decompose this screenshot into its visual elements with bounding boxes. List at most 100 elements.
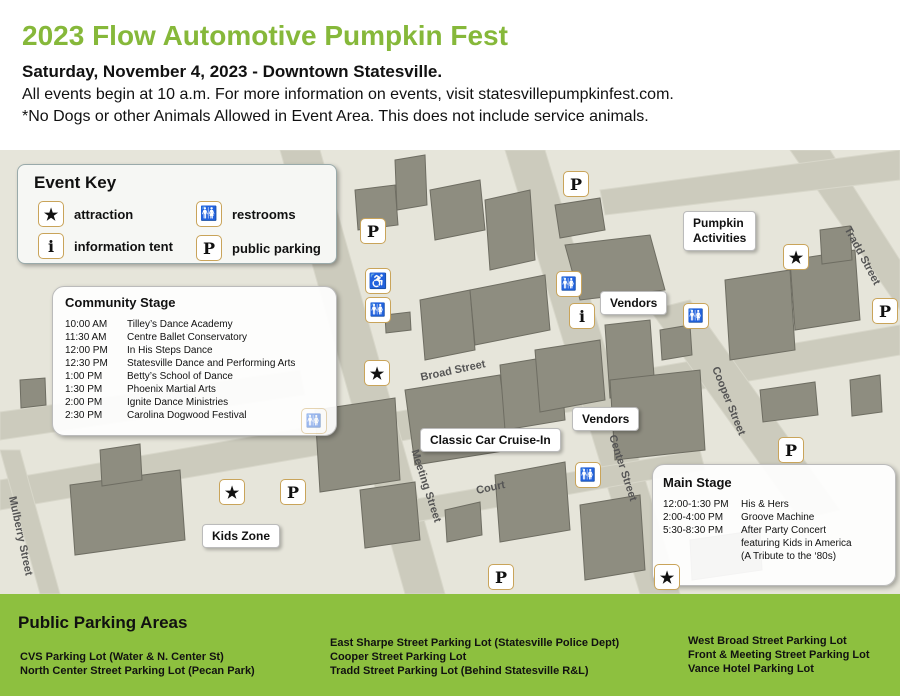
schedule-act: Carolina Dogwood Festival [127,410,247,421]
schedule-time: 1:00 PM [65,371,103,382]
restroom-icon: 🚻 [683,303,709,329]
restroom-icon: 🚻 [365,297,391,323]
schedule-row: 2:00 PM Ignite Dance Ministries [65,396,324,409]
schedule-row: 12:30 PM Statesville Dance and Performing… [65,357,324,370]
key-parking-label: public parking [232,240,321,256]
restroom-icon: 🚻 [575,462,601,488]
main-stage-title: Main Stage [663,475,732,490]
schedule-time: 11:30 AM [65,332,107,343]
schedule-row: featuring Kids in America [663,537,885,550]
parking-lots-col-2: East Sharpe Street Parking Lot (Statesvi… [330,636,619,678]
schedule-row: 1:30 PM Phoenix Martial Arts [65,383,324,396]
schedule-time: 5:30-8:30 PM [663,525,724,536]
wheelchair-icon: ♿ [365,268,391,294]
parking-icon: P [488,564,514,590]
parking-lots-col-1: CVS Parking Lot (Water & N. Center St) N… [20,650,255,678]
schedule-row: 2:00-4:00 PM Groove Machine [663,511,885,524]
schedule-row: 12:00 PM In His Steps Dance [65,344,324,357]
parking-icon: P [280,479,306,505]
key-parking: P public parking [196,235,321,261]
pumpkin-activities-line-1: Pumpkin [693,216,744,230]
schedule-act: His & Hers [741,499,789,510]
schedule-time: 12:30 PM [65,358,108,369]
parking-lot: West Broad Street Parking Lot [688,635,847,647]
schedule-row: 1:00 PM Betty’s School of Dance [65,370,324,383]
schedule-act: Ignite Dance Ministries [127,397,229,408]
schedule-row: 5:30-8:30 PM After Party Concert [663,524,885,537]
schedule-time [663,550,741,563]
schedule-time [663,537,741,550]
restroom-icon: 🚻 [196,201,222,227]
event-date: Saturday, November 4, 2023 - Downtown St… [22,62,443,81]
info-icon: i [569,303,595,329]
pumpkin-activities-line-2: Activities [693,231,747,245]
schedule-time: 2:00 PM [65,397,103,408]
vendors-north-callout: Vendors [600,291,668,315]
event-key: Event Key ★ attraction i information ten… [17,164,337,264]
parking-icon: P [563,171,589,197]
vendors-south-callout: Vendors [572,407,640,431]
restroom-icon: 🚻 [301,408,327,434]
car-cruise-callout: Classic Car Cruise-In [420,428,561,452]
key-restrooms-label: restrooms [232,206,296,222]
event-key-title: Event Key [34,173,117,192]
schedule-act: Phoenix Martial Arts [127,384,216,395]
schedule-act: featuring Kids in America [741,538,852,549]
header: 2023 Flow Automotive Pumpkin Fest Saturd… [0,0,900,150]
key-attraction: ★ attraction [38,201,133,227]
key-information: i information tent [38,233,173,259]
schedule-act: Betty’s School of Dance [127,371,233,382]
schedule-row: 2:30 PM Carolina Dogwood Festival [65,409,324,422]
schedule-time: 12:00 PM [65,345,108,356]
parking-lot: Vance Hotel Parking Lot [688,663,814,675]
star-icon: ★ [364,360,390,386]
event-info: All events begin at 10 a.m. For more inf… [22,84,674,128]
parking-icon: P [360,218,386,244]
schedule-time: 12:00-1:30 PM [663,499,729,510]
upper-road [599,150,900,216]
key-attraction-label: attraction [74,206,134,222]
schedule-row: (A Tribute to the ‘80s) [663,550,885,563]
schedule-act: (A Tribute to the ‘80s) [741,551,837,562]
mulberry-street-road [0,449,61,594]
parking-icon: P [196,235,222,261]
page-title: 2023 Flow Automotive Pumpkin Fest [22,20,508,51]
schedule-time: 2:00-4:00 PM [663,512,724,523]
schedule-time: 1:30 PM [65,384,103,395]
pumpkin-activities-callout: Pumpkin Activities [683,211,757,251]
schedule-act: In His Steps Dance [127,345,213,356]
parking-areas-title: Public Parking Areas [18,613,188,632]
schedule-row: 10:00 AM Tilley’s Dance Academy [65,318,324,331]
info-line-2: *No Dogs or other Animals Allowed in Eve… [22,108,649,125]
parking-icon: P [778,437,804,463]
key-restrooms: 🚻 restrooms [196,201,296,227]
parking-lot: Cooper Street Parking Lot [330,651,467,663]
star-icon: ★ [783,244,809,270]
schedule-row: 11:30 AM Centre Ballet Conservatory [65,331,324,344]
schedule-act: Statesville Dance and Performing Arts [127,358,296,369]
parking-lot: East Sharpe Street Parking Lot (Statesvi… [330,637,620,649]
parking-lot: CVS Parking Lot (Water & N. Center St) [20,651,224,663]
schedule-time: 2:30 PM [65,410,103,421]
community-stage-title: Community Stage [65,295,176,310]
schedule-time: 10:00 AM [65,319,108,330]
schedule-act: Tilley’s Dance Academy [127,319,233,330]
key-information-label: information tent [74,238,173,254]
kids-zone-callout: Kids Zone [202,524,281,548]
community-stage-panel: Community Stage 10:00 AM Tilley’s Dance A… [52,286,337,436]
schedule-act: Centre Ballet Conservatory [127,332,248,343]
parking-lots-col-3: West Broad Street Parking Lot Front & Me… [688,634,870,676]
schedule-act: After Party Concert [741,525,827,536]
parking-icon: P [872,298,898,324]
info-icon: i [38,233,64,259]
star-icon: ★ [219,479,245,505]
schedule-act: Groove Machine [741,512,815,523]
parking-lot: Tradd Street Parking Lot (Behind Statesv… [330,665,589,677]
schedule-row: 12:00-1:30 PM His & Hers [663,498,885,511]
parking-lot: North Center Street Parking Lot (Pecan P… [20,665,255,677]
star-icon: ★ [654,564,680,590]
restroom-icon: 🚻 [556,271,582,297]
parking-areas-footer: Public Parking Areas CVS Parking Lot (Wa… [0,594,900,696]
parking-lot: Front & Meeting Street Parking Lot [688,649,870,661]
